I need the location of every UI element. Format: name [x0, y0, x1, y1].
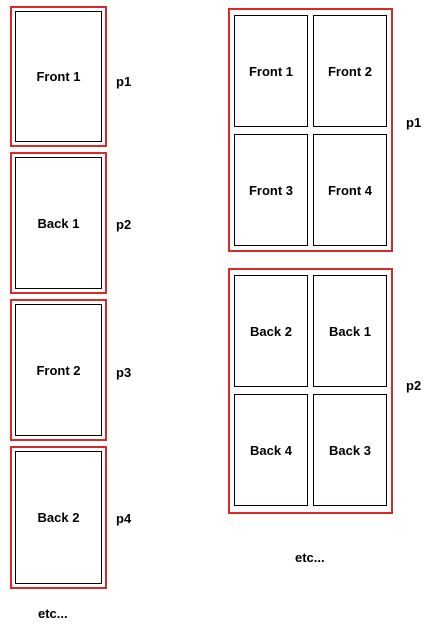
etc-label: etc... [38, 606, 68, 621]
card: Back 3 [313, 394, 387, 506]
card-label: Back 4 [250, 442, 292, 458]
page-label: p2 [116, 217, 132, 232]
card-label: Front 2 [327, 63, 373, 79]
card: Front 1 [234, 15, 308, 127]
card-label: Front 1 [248, 63, 294, 79]
card-label: Front 1 [36, 69, 81, 84]
card: Back 1 [313, 275, 387, 387]
page-label: p1 [406, 115, 422, 130]
page-label: p4 [116, 511, 132, 526]
card: Front 4 [313, 134, 387, 246]
right-sheet-p2: Back 2 Back 1 Back 4 Back 3 [228, 268, 393, 514]
right-sheet-p1: Front 1 Front 2 Front 3 Front 4 [228, 8, 393, 252]
page-label: p2 [406, 378, 422, 393]
card: Front 2 [313, 15, 387, 127]
card-label: Back 1 [329, 323, 371, 339]
card-label: Back 2 [250, 323, 292, 339]
card-label: Back 2 [37, 510, 80, 525]
left-sheet-p3: Front 2 [10, 299, 107, 441]
page-label: p3 [116, 365, 132, 380]
left-sheet-p2: Back 1 [10, 152, 107, 294]
card-label: Front 4 [327, 182, 373, 198]
card: Back 2 [15, 451, 102, 584]
card-label: Back 3 [329, 442, 371, 458]
card-label: Front 3 [248, 182, 294, 198]
card-label: Front 2 [36, 362, 81, 378]
etc-label: etc... [295, 550, 325, 565]
card: Back 2 [234, 275, 308, 387]
card: Front 3 [234, 134, 308, 246]
left-sheet-p4: Back 2 [10, 446, 107, 589]
card: Back 1 [15, 157, 102, 289]
card: Back 4 [234, 394, 308, 506]
page-label: p1 [116, 74, 132, 89]
card: Front 2 [15, 304, 102, 436]
card-label: Back 1 [37, 215, 80, 231]
left-sheet-p1: Front 1 [10, 6, 107, 147]
card: Front 1 [15, 11, 102, 142]
